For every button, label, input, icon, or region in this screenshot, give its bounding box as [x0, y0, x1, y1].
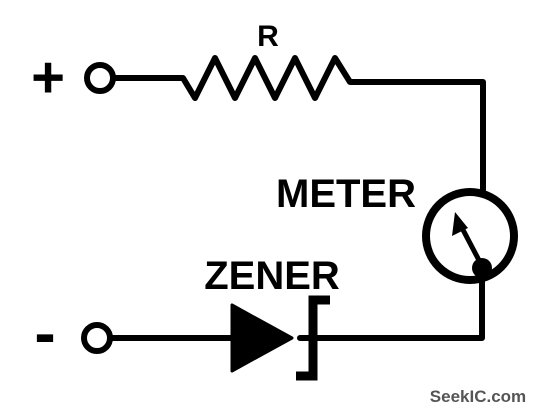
positive-terminal-label: + [31, 45, 65, 110]
meter-label: METER [276, 172, 416, 216]
diode-triangle-icon [230, 303, 294, 373]
meter [422, 188, 518, 284]
positive-terminal [84, 62, 116, 94]
meter-pivot [472, 258, 492, 278]
zener-label: ZENER [204, 254, 340, 298]
zener-bar [296, 295, 330, 381]
zener-diode [230, 295, 330, 381]
negative-terminal-label: - [34, 297, 55, 369]
resistor-label: R [257, 20, 279, 53]
meter-return-wire [297, 277, 485, 341]
resistor-and-top-wire [110, 55, 486, 193]
negative-terminal [81, 322, 113, 354]
meter-needle-arrow-icon [452, 212, 468, 236]
watermark: SeekIC.com [430, 387, 526, 406]
